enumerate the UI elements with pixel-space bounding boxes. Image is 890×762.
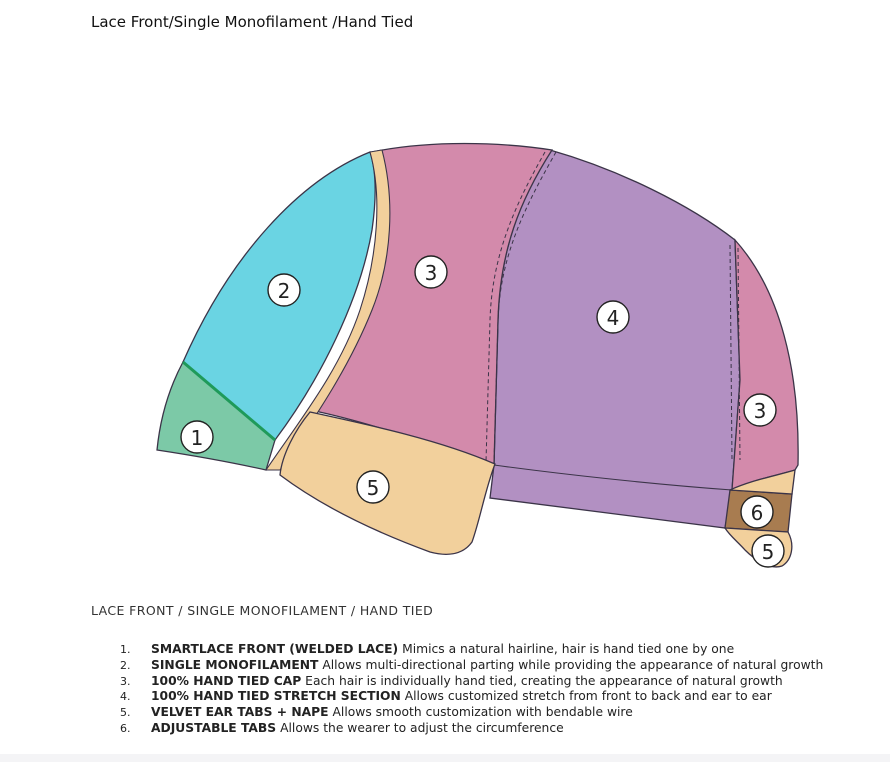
stitch-line (729, 244, 733, 461)
legend-item: 3. 100% HAND TIED CAP Each hair is indivi… (120, 674, 823, 690)
wig-cap-diagram: 1 2 3 4 3 5 6 5 (156, 142, 799, 568)
page-title: Lace Front/Single Monofilament /Hand Tie… (91, 13, 414, 31)
marker-6: 6 (740, 495, 774, 529)
feature-legend: 1. SMARTLACE FRONT (WELDED LACE) Mimics a… (120, 642, 823, 737)
marker-3-rear: 3 (743, 393, 777, 427)
legend-term: 100% HAND TIED CAP (151, 673, 302, 688)
legend-description: Allows smooth customization with bendabl… (328, 705, 633, 720)
lace-front-green-edge (182, 360, 276, 442)
marker-5-nape: 5 (751, 534, 785, 568)
legend-number: 6. (120, 721, 131, 735)
marker-label: 6 (751, 501, 764, 525)
legend-number: 5. (120, 706, 131, 720)
legend-item: 4. 100% HAND TIED STRETCH SECTION Allows … (120, 689, 823, 705)
stretch-section (489, 149, 741, 529)
legend-term: SINGLE MONOFILAMENT (151, 657, 319, 672)
marker-label: 3 (425, 261, 438, 285)
marker-4: 4 (596, 300, 630, 334)
marker-label: 1 (191, 426, 204, 450)
legend-description: Mimics a natural hairline, hair is hand … (398, 642, 735, 656)
legend-description: Allows the wearer to adjust the circumfe… (276, 720, 564, 735)
legend-number: 1. (120, 643, 131, 656)
legend-item: 1. SMARTLACE FRONT (WELDED LACE) Mimics a… (120, 642, 823, 658)
page-bottom-band (0, 754, 890, 762)
legend-term: VELVET EAR TABS + NAPE (151, 705, 329, 720)
legend-number: 3. (120, 674, 131, 688)
legend-description: Each hair is individually hand tied, cre… (301, 673, 783, 688)
marker-label: 3 (754, 399, 767, 423)
legend-term: 100% HAND TIED STRETCH SECTION (151, 689, 401, 704)
legend-number: 4. (120, 690, 131, 704)
stitch-line (737, 247, 741, 461)
legend-description: Allows multi-directional parting while p… (318, 657, 824, 672)
legend-item: 5. VELVET EAR TABS + NAPE Allows smooth c… (120, 705, 823, 721)
legend-number: 2. (120, 658, 131, 672)
marker-label: 5 (367, 476, 380, 500)
diagram-subtitle: LACE FRONT / SINGLE MONOFILAMENT / HAND … (91, 603, 434, 618)
marker-5-ear: 5 (356, 470, 390, 504)
marker-2: 2 (267, 273, 301, 307)
stitch-line (493, 151, 557, 463)
legend-item: 6. ADJUSTABLE TABS Allows the wearer to a… (120, 721, 823, 737)
marker-label: 5 (762, 540, 775, 564)
marker-label: 2 (278, 279, 291, 303)
lower-band-line (493, 464, 733, 491)
legend-item: 2. SINGLE MONOFILAMENT Allows multi-direc… (120, 658, 823, 674)
legend-description: Allows customized stretch from front to … (400, 689, 772, 704)
rear-hand-tied-section (731, 238, 799, 492)
marker-label: 4 (607, 306, 620, 330)
marker-1: 1 (180, 420, 214, 454)
nape-tab (729, 469, 796, 495)
stitch-line (485, 151, 546, 463)
marker-3-top: 3 (414, 255, 448, 289)
lace-seam-strip (264, 149, 391, 471)
legend-term: ADJUSTABLE TABS (151, 720, 277, 735)
legend-term: SMARTLACE FRONT (WELDED LACE) (151, 642, 399, 656)
